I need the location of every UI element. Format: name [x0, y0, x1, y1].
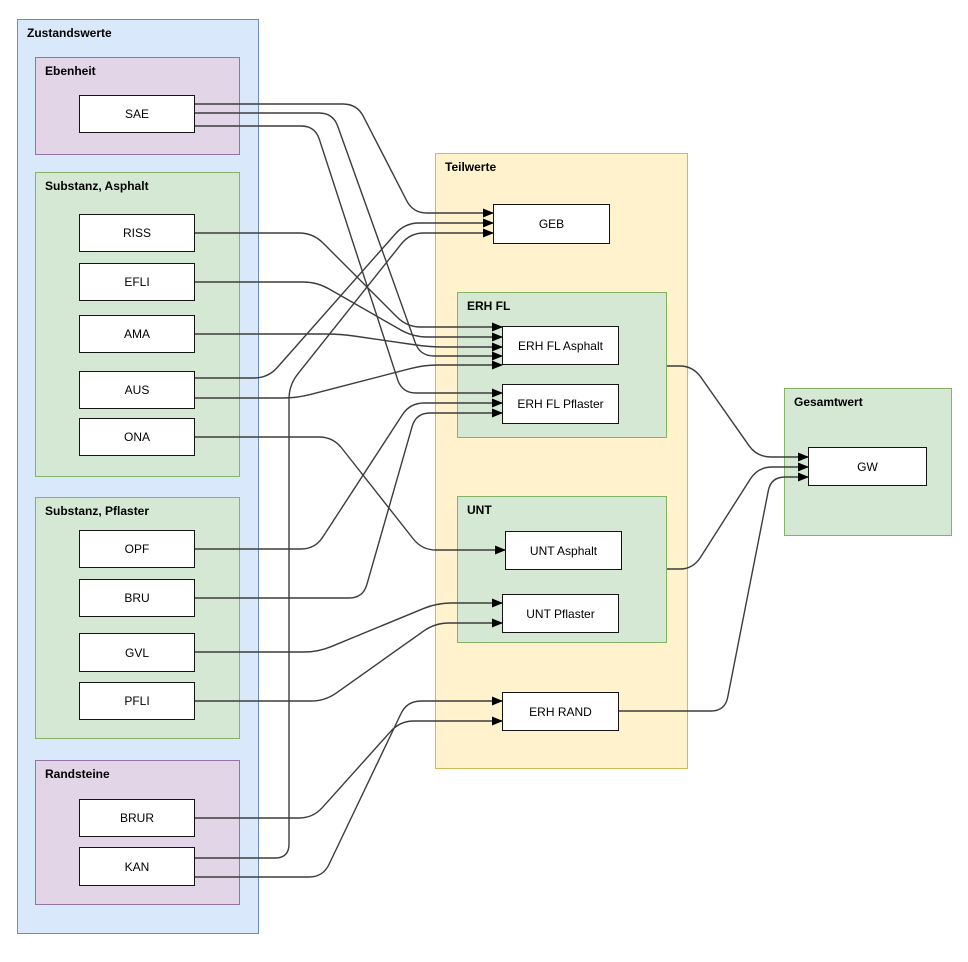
node-brur-label: BRUR [119, 811, 154, 825]
edge-sae-to-erh-fl-asphalt [195, 112, 503, 361]
group-ebenheit-label: Ebenheit [45, 64, 96, 78]
node-bru: BRU [79, 579, 195, 617]
edge-gvl-to-unt-pflaster [195, 598, 503, 653]
node-gw: GW [808, 447, 927, 486]
node-unt-asphalt: UNT Asphalt [505, 531, 622, 570]
node-unt-pflaster-label: UNT Pflaster [526, 606, 595, 621]
group-gesamtwert-label: Gesamtwert [794, 395, 863, 409]
group-randsteine-label: Randsteine [45, 767, 110, 781]
node-gvl: GVL [79, 633, 195, 672]
edge-kan-to-erh-rand [195, 696, 503, 878]
group-teilwerte: Teilwerte [435, 153, 688, 769]
node-sae-label: SAE [124, 107, 149, 121]
edge-ona-to-unt-asphalt [195, 436, 506, 555]
group-erh-fl-label: ERH FL [467, 299, 511, 313]
edge-opf-to-erh-fl-pflaster [195, 398, 503, 550]
node-aus: AUS [79, 371, 195, 409]
node-efli: EFLI [79, 263, 195, 301]
node-erh-fl-pflaster: ERH FL Pflaster [502, 384, 619, 424]
edge-bru-to-erh-fl-pflaster [195, 408, 503, 599]
node-pfli-label: PFLI [124, 694, 150, 708]
node-pfli: PFLI [79, 682, 195, 720]
group-ebenheit: Ebenheit [35, 57, 240, 155]
node-bru-label: BRU [124, 591, 150, 605]
edge-sae-to-geb [195, 103, 494, 218]
node-riss: RISS [79, 214, 195, 252]
node-riss-label: RISS [122, 226, 151, 240]
edge-brur-to-erh-rand [195, 716, 503, 819]
edge-efli-to-erh-fl-asphalt [195, 281, 503, 342]
group-zustandswerte-label: Zustandswerte [27, 26, 112, 40]
node-opf: OPF [79, 530, 195, 568]
node-brur: BRUR [79, 799, 195, 837]
node-erh-fl-pflaster-label: ERH FL Pflaster [517, 397, 604, 411]
node-kan: KAN [79, 847, 195, 886]
node-erh-fl-asphalt: ERH FL Asphalt [502, 326, 619, 365]
node-efli-label: EFLI [124, 275, 150, 289]
node-erh-rand: ERH RAND [502, 692, 619, 731]
edge-paths [195, 103, 809, 878]
edge-ama-to-erh-fl-asphalt [195, 333, 503, 352]
edge-aus-to-geb [195, 218, 494, 379]
node-gw-label: GW [857, 459, 878, 474]
node-geb: GEB [493, 204, 610, 244]
node-kan-label: KAN [124, 859, 150, 874]
node-erh-fl-asphalt-label: ERH FL Asphalt [518, 338, 603, 353]
edge-pfli-to-unt-pflaster [195, 618, 503, 702]
node-aus-label: AUS [124, 383, 150, 397]
edge-kan-to-geb [195, 228, 494, 859]
node-gvl-label: GVL [124, 645, 149, 660]
group-substanz-asphalt-label: Substanz, Asphalt [45, 179, 149, 193]
node-unt-pflaster: UNT Pflaster [502, 594, 619, 633]
node-sae: SAE [79, 95, 195, 133]
node-ona: ONA [79, 418, 195, 456]
group-substanz-pflaster-label: Substanz, Pflaster [45, 504, 150, 518]
node-unt-asphalt-label: UNT Asphalt [529, 543, 598, 558]
node-erh-rand-label: ERH RAND [529, 704, 592, 719]
node-geb-label: GEB [538, 217, 565, 231]
node-ona-label: ONA [123, 430, 150, 444]
node-ama: AMA [79, 315, 195, 353]
edge-erh-fl-to-gw [667, 365, 809, 462]
edge-riss-to-erh-fl-asphalt [195, 232, 503, 332]
group-teilwerte-label: Teilwerte [445, 160, 497, 174]
node-opf-label: OPF [124, 542, 150, 556]
edge-erh-rand-to-gw [619, 472, 809, 712]
edge-sae-to-erh-fl-pflaster [195, 125, 503, 398]
node-ama-label: AMA [123, 327, 150, 341]
edge-unt-to-gw [667, 462, 809, 570]
group-unt-label: UNT [467, 503, 492, 517]
